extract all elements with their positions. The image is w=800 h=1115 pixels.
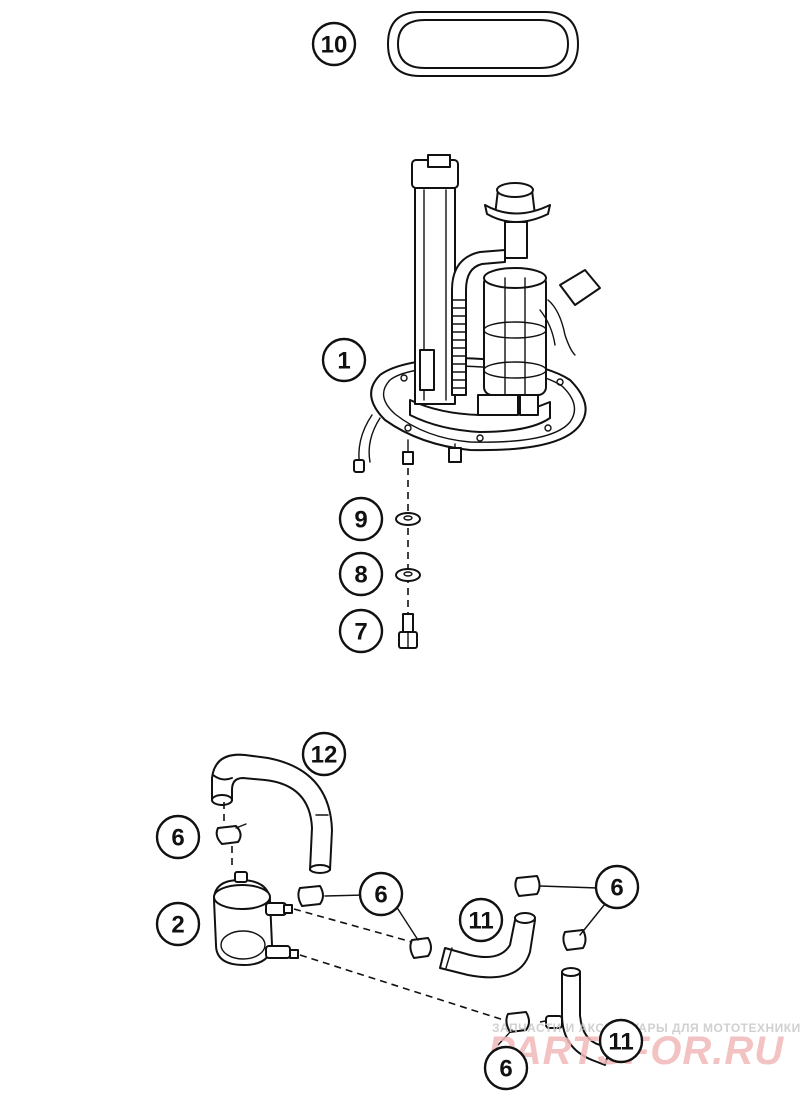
svg-text:12: 12 bbox=[311, 742, 338, 769]
svg-text:6: 6 bbox=[171, 825, 184, 852]
callout-6-right: 6 bbox=[594, 864, 640, 910]
watermark: ЗАПЧАСТИ И АКСЕССУАРЫ ДЛЯ МОТОТЕХНИКИ PA… bbox=[488, 1021, 800, 1073]
callout-11-lower: 11 bbox=[598, 1018, 644, 1064]
svg-text:8: 8 bbox=[354, 562, 367, 589]
svg-text:11: 11 bbox=[608, 1029, 633, 1056]
callout-1: 1 bbox=[321, 337, 367, 383]
svg-text:9: 9 bbox=[354, 507, 367, 534]
part-clamp-right-upper bbox=[514, 875, 541, 897]
watermark-tagline: ЗАПЧАСТИ И АКСЕССУАРЫ ДЛЯ МОТОТЕХНИКИ bbox=[492, 1021, 800, 1035]
part-washer-9 bbox=[395, 512, 421, 526]
part-fuel-filter bbox=[213, 871, 299, 966]
callout-8: 8 bbox=[338, 551, 384, 597]
part-clamp-lower bbox=[505, 1011, 563, 1033]
callout-9: 9 bbox=[338, 496, 384, 542]
callout-11-upper: 11 bbox=[458, 897, 504, 943]
part-clamp-mid-left bbox=[297, 885, 324, 907]
part-washer-8 bbox=[395, 568, 421, 582]
callout-6-middle: 6 bbox=[358, 871, 404, 917]
callout-7: 7 bbox=[338, 608, 384, 654]
svg-text:6: 6 bbox=[374, 882, 387, 909]
svg-text:6: 6 bbox=[610, 875, 623, 902]
svg-text:6: 6 bbox=[499, 1056, 512, 1083]
part-clamp-mid bbox=[409, 937, 432, 959]
part-fuel-pump-module bbox=[353, 154, 601, 473]
part-nut-7 bbox=[398, 613, 418, 649]
svg-text:2: 2 bbox=[171, 912, 184, 939]
part-clamp-upper bbox=[215, 823, 247, 845]
svg-text:10: 10 bbox=[321, 32, 348, 59]
callout-12: 12 bbox=[301, 731, 347, 777]
callout-2: 2 bbox=[155, 901, 201, 947]
svg-text:1: 1 bbox=[337, 348, 350, 375]
svg-text:11: 11 bbox=[468, 908, 493, 935]
callout-10: 10 bbox=[311, 21, 357, 67]
callout-6-upper: 6 bbox=[155, 814, 201, 860]
callout-6-lower: 6 bbox=[483, 1045, 529, 1091]
part-hose-11-upper bbox=[439, 912, 536, 979]
part-gasket-ring bbox=[387, 11, 579, 77]
svg-text:7: 7 bbox=[354, 619, 367, 646]
part-hose-12 bbox=[211, 753, 333, 874]
